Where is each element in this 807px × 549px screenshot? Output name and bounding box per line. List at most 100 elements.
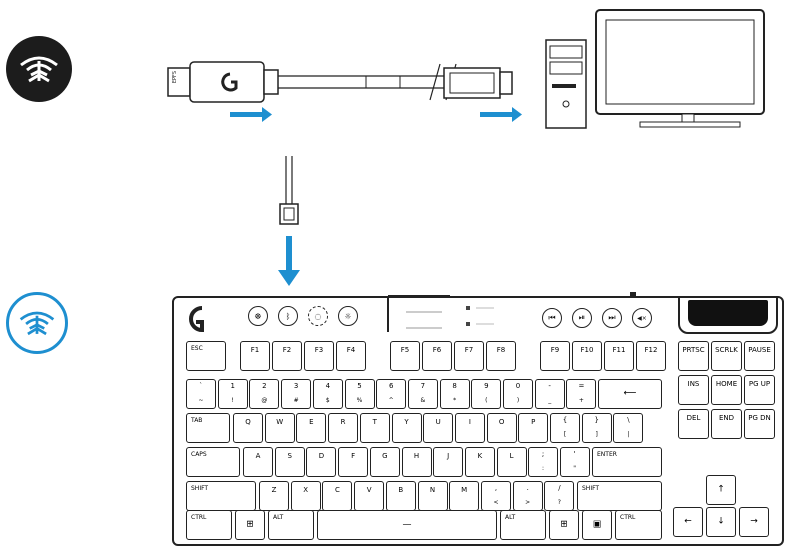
key-f4[interactable]: F4 — [336, 341, 366, 371]
lightspeed-button[interactable]: ☸ — [248, 306, 268, 326]
key-shift-right[interactable]: SHIFT — [577, 481, 662, 511]
key-tab[interactable]: TAB — [186, 413, 230, 443]
key-letter[interactable]: H — [401, 447, 432, 477]
key-f1[interactable]: F1 — [240, 341, 270, 371]
key-symbol[interactable]: ;: — [528, 447, 558, 477]
key-symbol[interactable]: {[ — [550, 413, 580, 443]
key-enter[interactable]: ENTER — [592, 447, 662, 477]
key-symbol[interactable]: \| — [613, 413, 644, 443]
key-letter[interactable]: M — [449, 481, 480, 511]
key-symbol[interactable]: }] — [581, 413, 612, 443]
key-f5[interactable]: F5 — [390, 341, 420, 371]
key-number[interactable]: =+ — [566, 379, 597, 409]
key-menu[interactable]: ▣ — [582, 510, 612, 540]
key-ctrl-right[interactable]: CTRL — [615, 510, 662, 540]
bluetooth-button[interactable]: ᛒ — [278, 306, 298, 326]
key-symbol[interactable]: .> — [512, 481, 543, 511]
key-number[interactable]: 8* — [439, 379, 470, 409]
key-letter[interactable]: P — [518, 413, 549, 443]
key-letter[interactable]: O — [486, 413, 517, 443]
key-windows[interactable]: ⊞ — [549, 510, 579, 540]
key-f3[interactable]: F3 — [304, 341, 334, 371]
key-letter[interactable]: Z — [259, 481, 289, 511]
key-letter[interactable]: W — [264, 413, 295, 443]
key-ctrl-left[interactable]: CTRL — [186, 510, 232, 540]
key-letter[interactable]: S — [274, 447, 305, 477]
key-symbol[interactable]: '" — [559, 447, 590, 477]
key-letter[interactable]: D — [306, 447, 337, 477]
key-number[interactable]: `~ — [186, 379, 216, 409]
key-nav[interactable]: PG UP — [744, 375, 775, 405]
key-number[interactable]: 7& — [407, 379, 438, 409]
media-mute-button[interactable]: ◀× — [632, 308, 652, 328]
key-letter[interactable]: L — [496, 447, 527, 477]
key-letter[interactable]: T — [359, 413, 390, 443]
key-f12[interactable]: F12 — [636, 341, 666, 371]
key-alt-right[interactable]: ALT — [500, 510, 546, 540]
key-letter[interactable]: A — [243, 447, 273, 477]
key-number[interactable]: 1! — [217, 379, 248, 409]
key-sublabel: ^ — [388, 397, 394, 404]
key-f9[interactable]: F9 — [540, 341, 570, 371]
key-nav[interactable]: PAUSE — [744, 341, 775, 371]
key-nav[interactable]: INS — [678, 375, 709, 405]
power-switch[interactable] — [630, 292, 636, 296]
key-letter[interactable]: V — [354, 481, 385, 511]
key-number[interactable]: 3# — [281, 379, 312, 409]
key-arrow-up[interactable]: ↑ — [706, 475, 736, 505]
key-symbol[interactable]: ,< — [481, 481, 511, 511]
key-letter[interactable]: U — [423, 413, 454, 443]
media-prev-button[interactable]: ⏮ — [542, 308, 562, 328]
key-caps[interactable]: CAPS — [186, 447, 240, 477]
key-label: ▣ — [592, 519, 602, 530]
key-nav[interactable]: END — [711, 409, 742, 439]
key-shift-left[interactable]: SHIFT — [186, 481, 256, 511]
key-space[interactable]: — — [317, 510, 497, 540]
game-mode-button[interactable]: ◌ — [308, 306, 328, 326]
key-number[interactable]: 2@ — [249, 379, 280, 409]
key-letter[interactable]: E — [296, 413, 327, 443]
key-number[interactable]: 5% — [344, 379, 375, 409]
key-number[interactable]: -_ — [534, 379, 565, 409]
media-play-button[interactable]: ⏯ — [572, 308, 592, 328]
key-alt-left[interactable]: ALT — [268, 510, 314, 540]
key-letter[interactable]: C — [322, 481, 353, 511]
key-letter[interactable]: F — [338, 447, 369, 477]
key-symbol[interactable]: /? — [544, 481, 575, 511]
media-next-button[interactable]: ⏭ — [602, 308, 622, 328]
key-letter[interactable]: B — [385, 481, 416, 511]
key-f6[interactable]: F6 — [422, 341, 452, 371]
key-f8[interactable]: F8 — [486, 341, 516, 371]
key-number[interactable]: 9( — [471, 379, 502, 409]
key-nav[interactable]: HOME — [711, 375, 742, 405]
key-f10[interactable]: F10 — [572, 341, 602, 371]
key-nav[interactable]: PRTSC — [678, 341, 709, 371]
key-f7[interactable]: F7 — [454, 341, 484, 371]
key-arrow-right[interactable]: → — [739, 507, 769, 537]
key-letter[interactable]: Y — [391, 413, 422, 443]
key-letter[interactable]: X — [290, 481, 321, 511]
key-f11[interactable]: F11 — [604, 341, 634, 371]
key-letter[interactable]: Q — [233, 413, 263, 443]
brightness-button[interactable]: ☼ — [338, 306, 358, 326]
volume-roller[interactable] — [678, 296, 778, 334]
key-arrow-down[interactable]: ↓ — [706, 507, 736, 537]
key-nav[interactable]: PG DN — [744, 409, 775, 439]
key-windows[interactable]: ⊞ — [235, 510, 265, 540]
key-number[interactable]: 0) — [503, 379, 533, 409]
key-esc[interactable]: ESC — [186, 341, 226, 371]
key-number[interactable]: 6^ — [376, 379, 407, 409]
key-backspace[interactable]: ⟵ — [598, 379, 662, 409]
key-nav[interactable]: DEL — [678, 409, 709, 439]
key-arrow-left[interactable]: ← — [673, 507, 703, 537]
key-number[interactable]: 4$ — [312, 379, 343, 409]
key-letter[interactable]: J — [433, 447, 464, 477]
key-letter[interactable]: K — [464, 447, 495, 477]
key-f2[interactable]: F2 — [272, 341, 302, 371]
status-indicators — [387, 295, 494, 332]
key-letter[interactable]: G — [369, 447, 400, 477]
key-letter[interactable]: R — [328, 413, 359, 443]
key-nav[interactable]: SCRLK — [711, 341, 742, 371]
key-letter[interactable]: I — [454, 413, 485, 443]
key-letter[interactable]: N — [417, 481, 448, 511]
